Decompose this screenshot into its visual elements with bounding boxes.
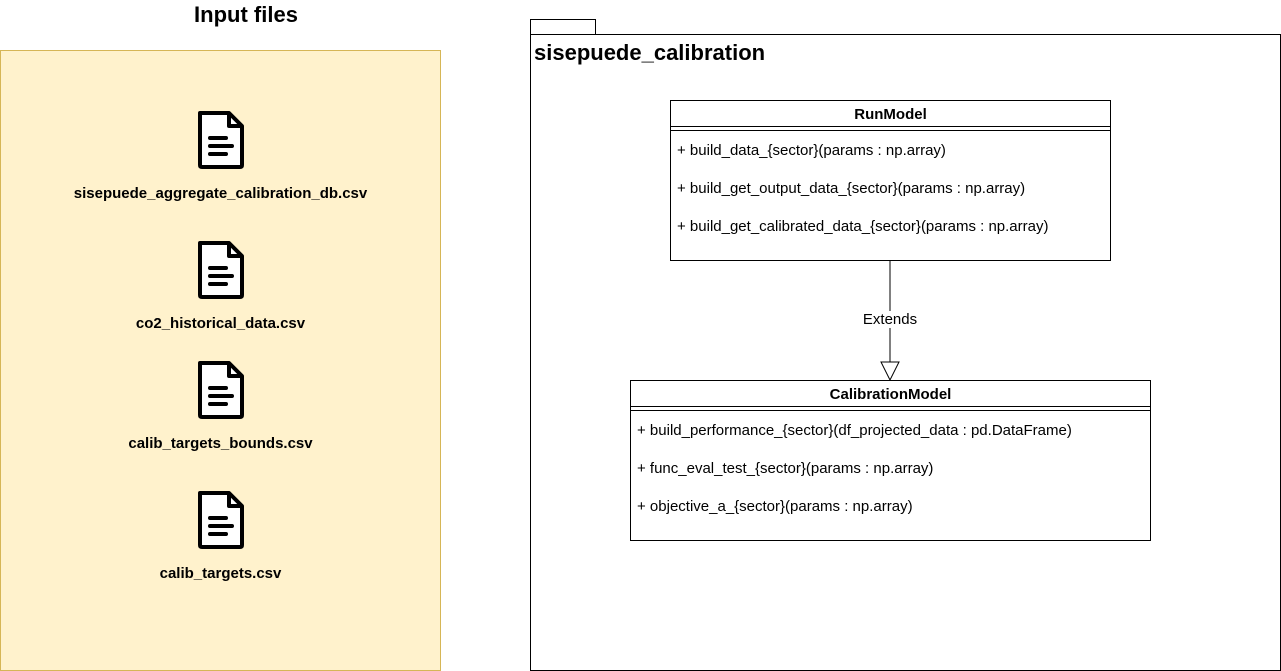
document-icon	[197, 491, 244, 549]
file-name: co2_historical_data.csv	[135, 315, 306, 332]
package-title: sisepuede_calibration	[534, 40, 766, 65]
package-tab	[530, 19, 596, 35]
document-icon	[197, 361, 244, 419]
file-item[interactable]: calib_targets.csv	[1, 489, 440, 582]
file-item[interactable]: co2_historical_data.csv	[1, 239, 440, 332]
method-item: + build_get_calibrated_data_{sector}(par…	[677, 218, 1049, 235]
method-item: + build_data_{sector}(params : np.array)	[677, 142, 946, 159]
method-list: + build_data_{sector}(params : np.array)…	[671, 131, 1110, 253]
file-name: calib_targets.csv	[159, 565, 282, 582]
method-item: + build_get_output_data_{sector}(params …	[677, 180, 1026, 197]
file-item[interactable]: calib_targets_bounds.csv	[1, 359, 440, 452]
class-divider	[631, 407, 1150, 411]
document-icon	[197, 241, 244, 299]
extends-label: Extends	[845, 311, 935, 328]
runmodel-class[interactable]: RunModel + build_data_{sector}(params : …	[670, 100, 1111, 261]
class-divider	[671, 127, 1110, 131]
method-item: + objective_a_{sector}(params : np.array…	[637, 498, 913, 515]
calibrationmodel-class[interactable]: CalibrationModel + build_performance_{se…	[630, 380, 1151, 541]
class-name: CalibrationModel	[631, 381, 1150, 407]
file-name: calib_targets_bounds.csv	[128, 435, 313, 452]
document-icon	[197, 111, 244, 169]
input-files-panel: sisepuede_aggregate_calibration_db.csv c…	[0, 50, 441, 671]
class-name: RunModel	[671, 101, 1110, 127]
method-list: + build_performance_{sector}(df_projecte…	[631, 411, 1150, 533]
input-files-title: Input files	[194, 2, 298, 27]
file-item[interactable]: sisepuede_aggregate_calibration_db.csv	[1, 109, 440, 202]
method-item: + func_eval_test_{sector}(params : np.ar…	[637, 460, 934, 477]
file-name: sisepuede_aggregate_calibration_db.csv	[73, 185, 368, 202]
method-item: + build_performance_{sector}(df_projecte…	[637, 422, 1072, 439]
